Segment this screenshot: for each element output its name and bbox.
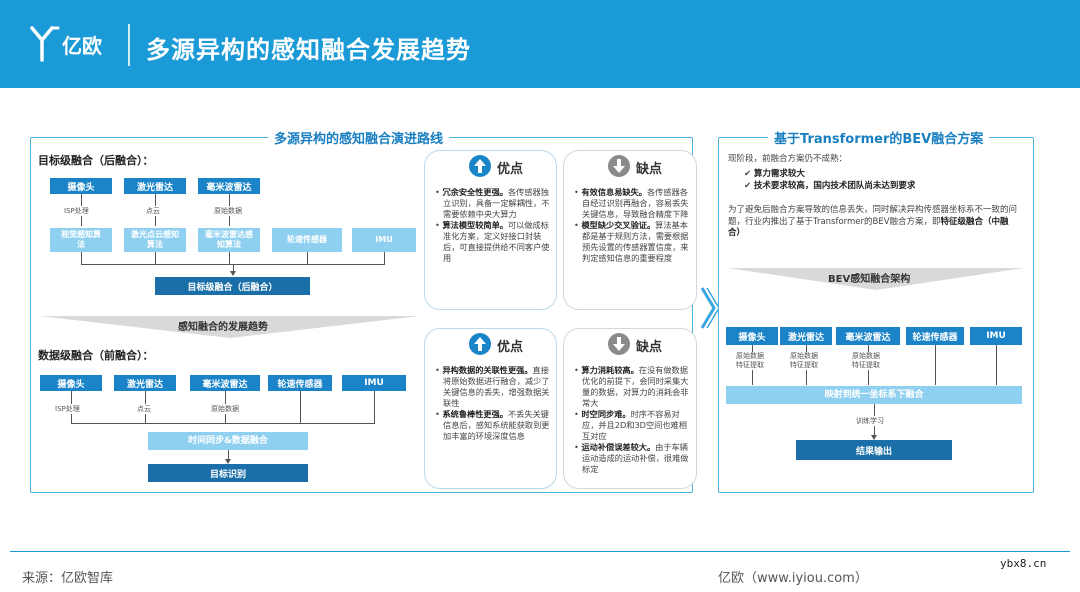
list-item: • 算力消耗较高。在没有做数据优化的前提下，会同时采集大量的数据，对算力的消耗会… [574,365,689,408]
list-item: • 运动补偿误差较大。由于车辆运动造成的运动补偿，很难做标定 [574,442,689,474]
node-vision-algo: 视觉感知算法 [50,228,112,252]
feature-label: 原始数据特征提取 [736,352,764,370]
node-camera: 摄像头 [50,178,112,194]
node-sync-fusion: 时间同步&数据融合 [148,432,308,450]
header-bar [0,0,1080,88]
node-mmwave: 毫米波雷达 [836,327,900,345]
card-head-pros: 优点 [497,340,524,355]
node-camera: 摄像头 [726,327,778,345]
node-imu: IMU [342,375,406,391]
check-item: ✔ 技术要求较高，国内技术团队尚未达到要求 [744,180,916,191]
feature-label: 原始数据特征提取 [852,352,880,370]
process-label: 点云 [137,404,151,414]
right-description: 为了避免后融合方案导致的信息丢失，同时解决异构传感器坐标系不一致的问题，行业内推… [728,205,1018,238]
connector [996,345,997,385]
list-item: • 有效信息易缺失。各传感器各自经过识别再融合，容易丢失关键信息，导致融合精度下… [574,187,689,219]
card-body: • 异构数据的关联性更强。直接将原始数据进行融合，减少了关键信息的丢失，增强数据… [435,365,551,442]
node-mmwave: 毫米波雷达 [190,375,260,391]
node-camera: 摄像头 [40,375,102,391]
process-label: 原始数据 [211,404,239,414]
arch-title: BEV感知融合架构 [828,274,911,285]
connector [229,252,230,264]
watermark: ybx8.cn [1000,557,1047,570]
list-item: • 模型缺少交叉验证。算法基本都是基于规则方法，需要根据预先设置的传感器置信度，… [574,220,689,263]
footer-site: 亿欧（www.iyiou.com） [718,571,868,586]
check-icon: ✔ [744,180,752,191]
connector [307,252,308,264]
chevron-right-icon [700,287,718,329]
brand-logo: 亿欧 [28,22,118,66]
node-target-fusion: 目标级融合（后融合） [155,277,310,295]
arrow-down-icon [608,333,630,355]
node-lidar: 激光雷达 [114,375,176,391]
arrow-down-icon [608,155,630,177]
node-target-recognition: 目标识别 [148,464,308,482]
footer-divider [10,551,1070,552]
arrow-up-icon [469,333,491,355]
node-result-output: 结果输出 [796,440,952,460]
yiou-logo-icon [30,26,60,62]
right-intro: 现阶段，前融合方案仍不成熟： [728,154,848,164]
connector [228,450,229,460]
arrowhead [871,435,877,440]
list-item: • 冗余安全性更强。各传感器独立识别，具备一定解耦性，不需要依赖中央大算力 [435,187,550,219]
node-imu: IMU [970,327,1022,345]
logo-text: 亿欧 [62,34,102,58]
arrowhead [230,271,236,276]
process-label: 点云 [146,206,160,216]
node-lidar-algo: 激光点云感知算法 [124,228,186,252]
card-head-cons: 缺点 [636,162,663,177]
trend-label: 感知融合的发展趋势 [178,322,268,333]
node-wheel-speed: 轮速传感器 [272,228,342,252]
connector [384,252,385,264]
card-head-pros: 优点 [497,162,524,177]
node-wheel-speed: 轮速传感器 [906,327,964,345]
process-label: ISP处理 [55,404,80,414]
node-wheel-speed: 轮速传感器 [268,375,332,391]
connector [300,391,301,423]
page-title: 多源异构的感知融合发展趋势 [146,36,471,64]
node-lidar: 激光雷达 [124,178,186,194]
node-bev-mapping: 映射到统一坐标系下融合 [726,386,1022,404]
card-data-cons: 缺点 • 算力消耗较高。在没有做数据优化的前提下，会同时采集大量的数据，对算力的… [563,328,697,489]
card-head-cons: 缺点 [636,340,663,355]
right-checks: ✔ 算力需求较大 ✔ 技术要求较高，国内技术团队尚未达到要求 [744,169,1024,192]
trend-arrow-shape [40,316,420,338]
process-label: 原始数据 [214,206,242,216]
card-target-pros: 优点 • 冗余安全性更强。各传感器独立识别，具备一定解耦性，不需要依赖中央大算力… [424,150,557,310]
card-body: • 冗余安全性更强。各传感器独立识别，具备一定解耦性，不需要依赖中央大算力 • … [435,187,551,264]
card-data-pros: 优点 • 异构数据的关联性更强。直接将原始数据进行融合，减少了关键信息的丢失，增… [424,328,557,489]
connector [374,391,375,423]
card-target-cons: 缺点 • 有效信息易缺失。各传感器各自经过识别再融合，容易丢失关键信息，导致融合… [563,150,697,310]
connector [81,252,82,264]
arch-title-band [728,268,1024,290]
arrowhead [225,459,231,464]
feature-label: 原始数据特征提取 [790,352,818,370]
train-label: 训练学习 [856,416,884,426]
node-imu: IMU [352,228,416,252]
node-mmwave: 毫米波雷达 [198,178,260,194]
list-item: • 算法模型较简单。可以做成标准化方案，定义好接口封装后，可直接提供给不同客户使… [435,220,550,263]
target-level-subtitle: 目标级融合（后融合）： [38,154,154,167]
card-body: • 算力消耗较高。在没有做数据优化的前提下，会同时采集大量的数据，对算力的消耗会… [574,365,690,475]
list-item: • 系统鲁棒性更强。不丢失关键信息后，感知系统能获取到更加丰富的环境深度信息 [435,409,550,441]
connector [155,252,156,264]
right-section-title: 基于Transformer的BEV融合方案 [768,128,990,147]
process-label: ISP处理 [64,206,89,216]
list-item: • 异构数据的关联性更强。直接将原始数据进行融合，减少了关键信息的丢失，增强数据… [435,365,550,408]
node-mmwave-algo: 毫米波雷达感知算法 [198,228,260,252]
connector [935,345,936,385]
connector [71,423,375,424]
list-item: • 时空同步难。时序不容易对应，并且2D和3D空间也难相互对应 [574,409,687,441]
arrow-up-icon [469,155,491,177]
card-body: • 有效信息易缺失。各传感器各自经过识别再融合，容易丢失关键信息，导致融合精度下… [574,187,690,264]
footer-source: 来源：亿欧智库 [22,571,114,586]
left-section-title: 多源异构的感知融合演进路线 [268,128,450,147]
node-lidar: 激光雷达 [780,327,832,345]
connector [233,264,234,272]
data-level-subtitle: 数据级融合（前融合）： [38,349,154,362]
check-icon: ✔ [744,169,752,179]
header-divider [128,24,130,66]
check-item: ✔ 算力需求较大 [744,169,805,179]
